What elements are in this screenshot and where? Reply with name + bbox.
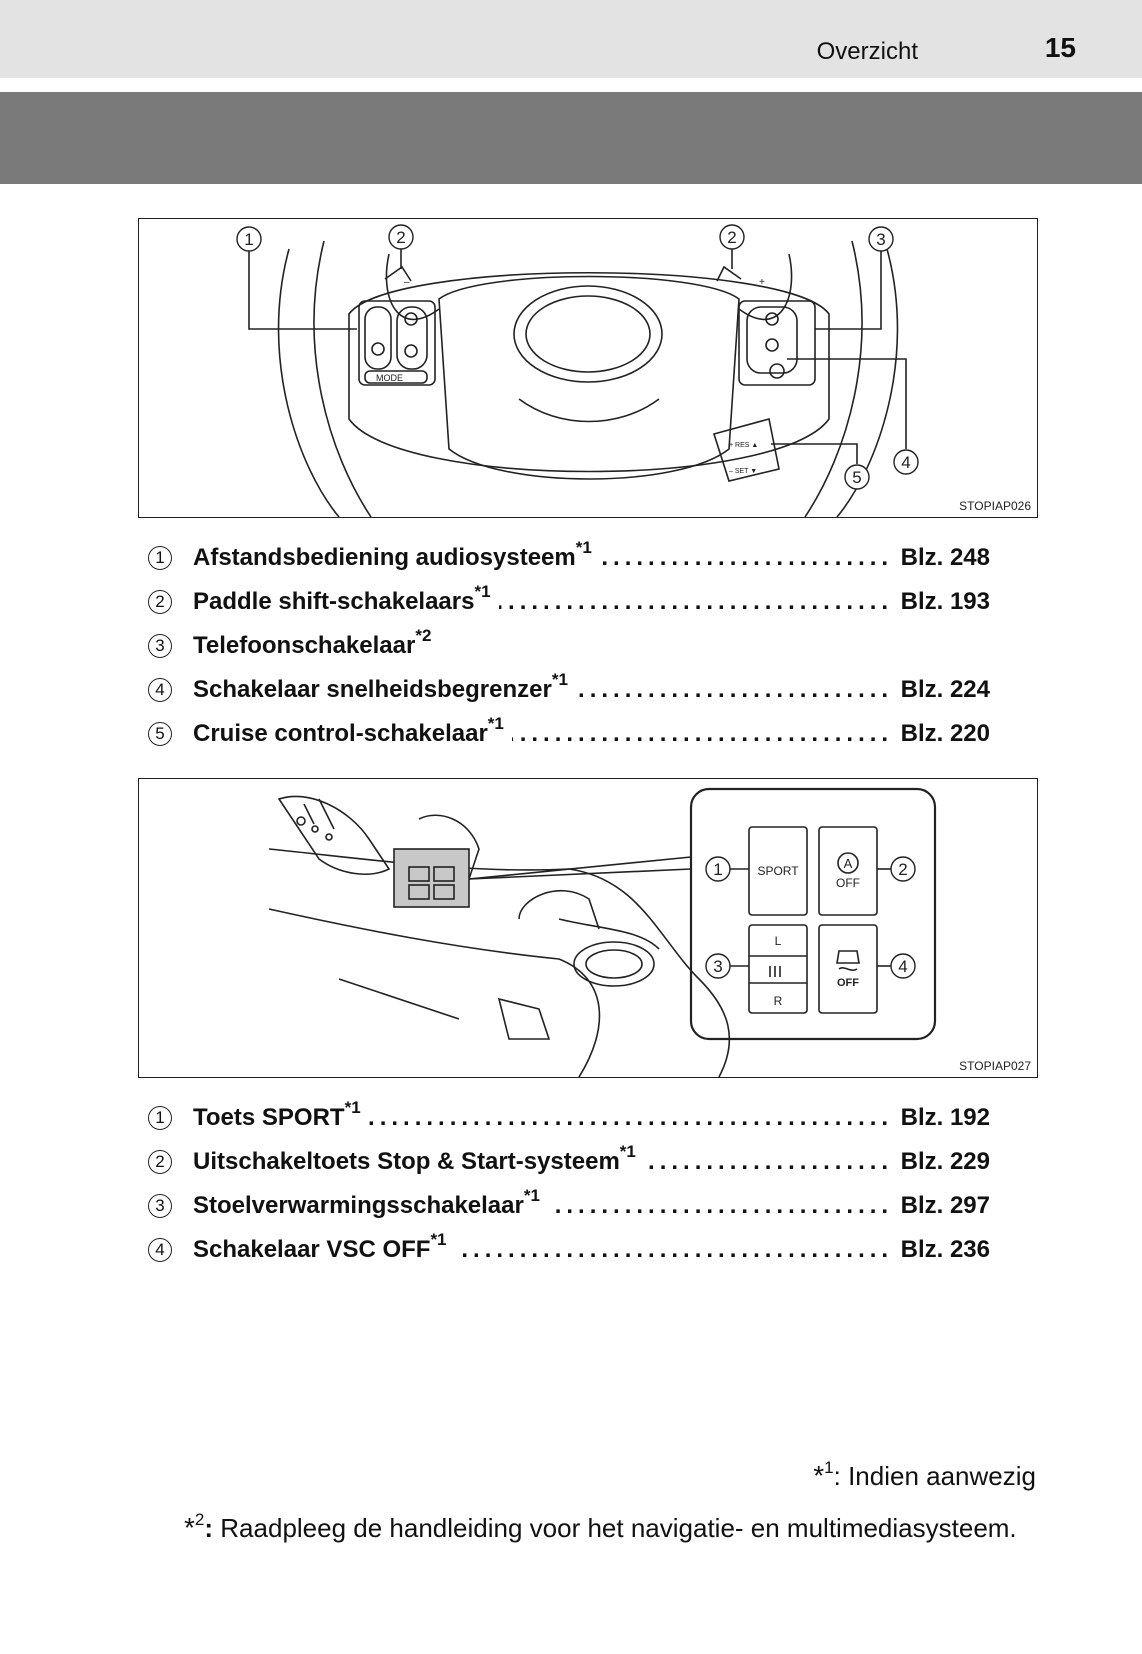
page-reference[interactable]: Blz. 248 (900, 536, 990, 580)
footnote-ref: *1 (474, 582, 491, 601)
figure-code: STOPIAP026 (959, 499, 1031, 513)
section-band (0, 92, 1142, 184)
stop-start-a-label: A (844, 856, 853, 871)
item-label: Afstandsbediening audiosysteem*1 (193, 536, 600, 580)
list-item: 1 ......................................… (148, 536, 990, 580)
footnote-ref: *1 (430, 1230, 447, 1249)
callout-3: 3 (876, 230, 885, 249)
footnote-ref: *2 (415, 626, 432, 645)
item-number: 1 (148, 1106, 172, 1130)
page-reference[interactable]: Blz. 193 (900, 580, 990, 624)
list-item: 1 ......................................… (148, 1096, 990, 1140)
seat-heater-left-label: L (775, 934, 782, 948)
seat-heater-right-label: R (774, 994, 783, 1008)
item-label: Telefoonschakelaar*2 (193, 624, 440, 668)
figure-code: STOPIAP027 (959, 1059, 1031, 1073)
item-number: 4 (148, 678, 172, 702)
list-item: 3 Telefoonschakelaar*2 (148, 624, 990, 668)
item-number: 1 (148, 546, 172, 570)
item-label: Stoelverwarmingsschakelaar*1 (193, 1184, 548, 1228)
callout-2: 2 (898, 860, 907, 879)
item-number: 5 (148, 722, 172, 746)
item-number: 2 (148, 590, 172, 614)
page-reference[interactable]: Blz. 236 (900, 1228, 990, 1272)
item-label: Schakelaar snelheidsbegrenzer*1 (193, 668, 576, 712)
callout-4: 4 (901, 453, 910, 472)
list-item: 2 ......................................… (148, 580, 990, 624)
list-item: 4 ......................................… (148, 1228, 990, 1272)
list-item: 3 ......................................… (148, 1184, 990, 1228)
footnote-2: *2: Raadpleeg de handleiding voor het na… (184, 1510, 1017, 1543)
set-label: – SET ▼ (729, 468, 757, 475)
callout-1: 1 (713, 860, 722, 879)
console-illustration: SPORT A OFF L R OFF 1 2 3 4 (268, 787, 937, 1077)
footnote-ref: *1 (551, 670, 568, 689)
list-item: 2 ......................................… (148, 1140, 990, 1184)
callout-2b: 2 (727, 228, 736, 247)
item-label: Paddle shift-schakelaars*1 (193, 580, 499, 624)
item-number: 3 (148, 1194, 172, 1218)
footnote-1: *1: Indien aanwezig (813, 1458, 1036, 1491)
page-reference[interactable]: Blz. 220 (900, 712, 990, 756)
vsc-off-label: OFF (837, 977, 859, 989)
page-reference[interactable]: Blz. 229 (900, 1140, 990, 1184)
callout-2a: 2 (396, 228, 405, 247)
res-label: + RES ▲ (729, 442, 758, 449)
page-number: 15 (1044, 32, 1076, 63)
footnote-ref: *1 (344, 1098, 361, 1117)
header-bar (0, 0, 1142, 78)
footnote-ref: *1 (619, 1142, 636, 1161)
item-label: Schakelaar VSC OFF*1 (193, 1228, 455, 1272)
page-reference[interactable]: Blz. 224 (900, 668, 990, 712)
console-figure: SPORT A OFF L R OFF 1 2 3 4 STOPIAP027 (138, 778, 1038, 1078)
item-number: 2 (148, 1150, 172, 1174)
footnote-ref: *1 (523, 1186, 540, 1205)
callout-3: 3 (713, 957, 722, 976)
page-reference[interactable]: Blz. 192 (900, 1096, 990, 1140)
item-number: 4 (148, 1238, 172, 1262)
list-item: 4 ......................................… (148, 668, 990, 712)
section-title: Overzicht (816, 38, 918, 65)
item-label: Cruise control-schakelaar*1 (193, 712, 512, 756)
mode-label: MODE (376, 373, 403, 383)
stop-start-off-label: OFF (836, 876, 860, 890)
item-number: 3 (148, 634, 172, 658)
callout-4: 4 (898, 957, 907, 976)
paddle-plus-mark: + (759, 277, 765, 288)
item-label: Uitschakeltoets Stop & Start-systeem*1 (193, 1140, 644, 1184)
sport-button-label: SPORT (757, 864, 799, 878)
console-switch-list: 1 ......................................… (148, 1096, 990, 1272)
callout-1: 1 (244, 230, 253, 249)
callout-5: 5 (852, 468, 861, 487)
steering-wheel-figure: – + MODE + RES ▲ – SET ▼ (138, 218, 1038, 518)
item-label: Toets SPORT*1 (193, 1096, 369, 1140)
footnote-ref: *1 (575, 538, 592, 557)
page-reference[interactable]: Blz. 297 (900, 1184, 990, 1228)
list-item: 5 ......................................… (148, 712, 990, 756)
steering-wheel-illustration: – + MODE + RES ▲ – SET ▼ (236, 224, 919, 517)
paddle-minus-mark: – (404, 277, 410, 288)
steering-switch-list: 1 ......................................… (148, 536, 990, 756)
footnote-ref: *1 (487, 714, 504, 733)
